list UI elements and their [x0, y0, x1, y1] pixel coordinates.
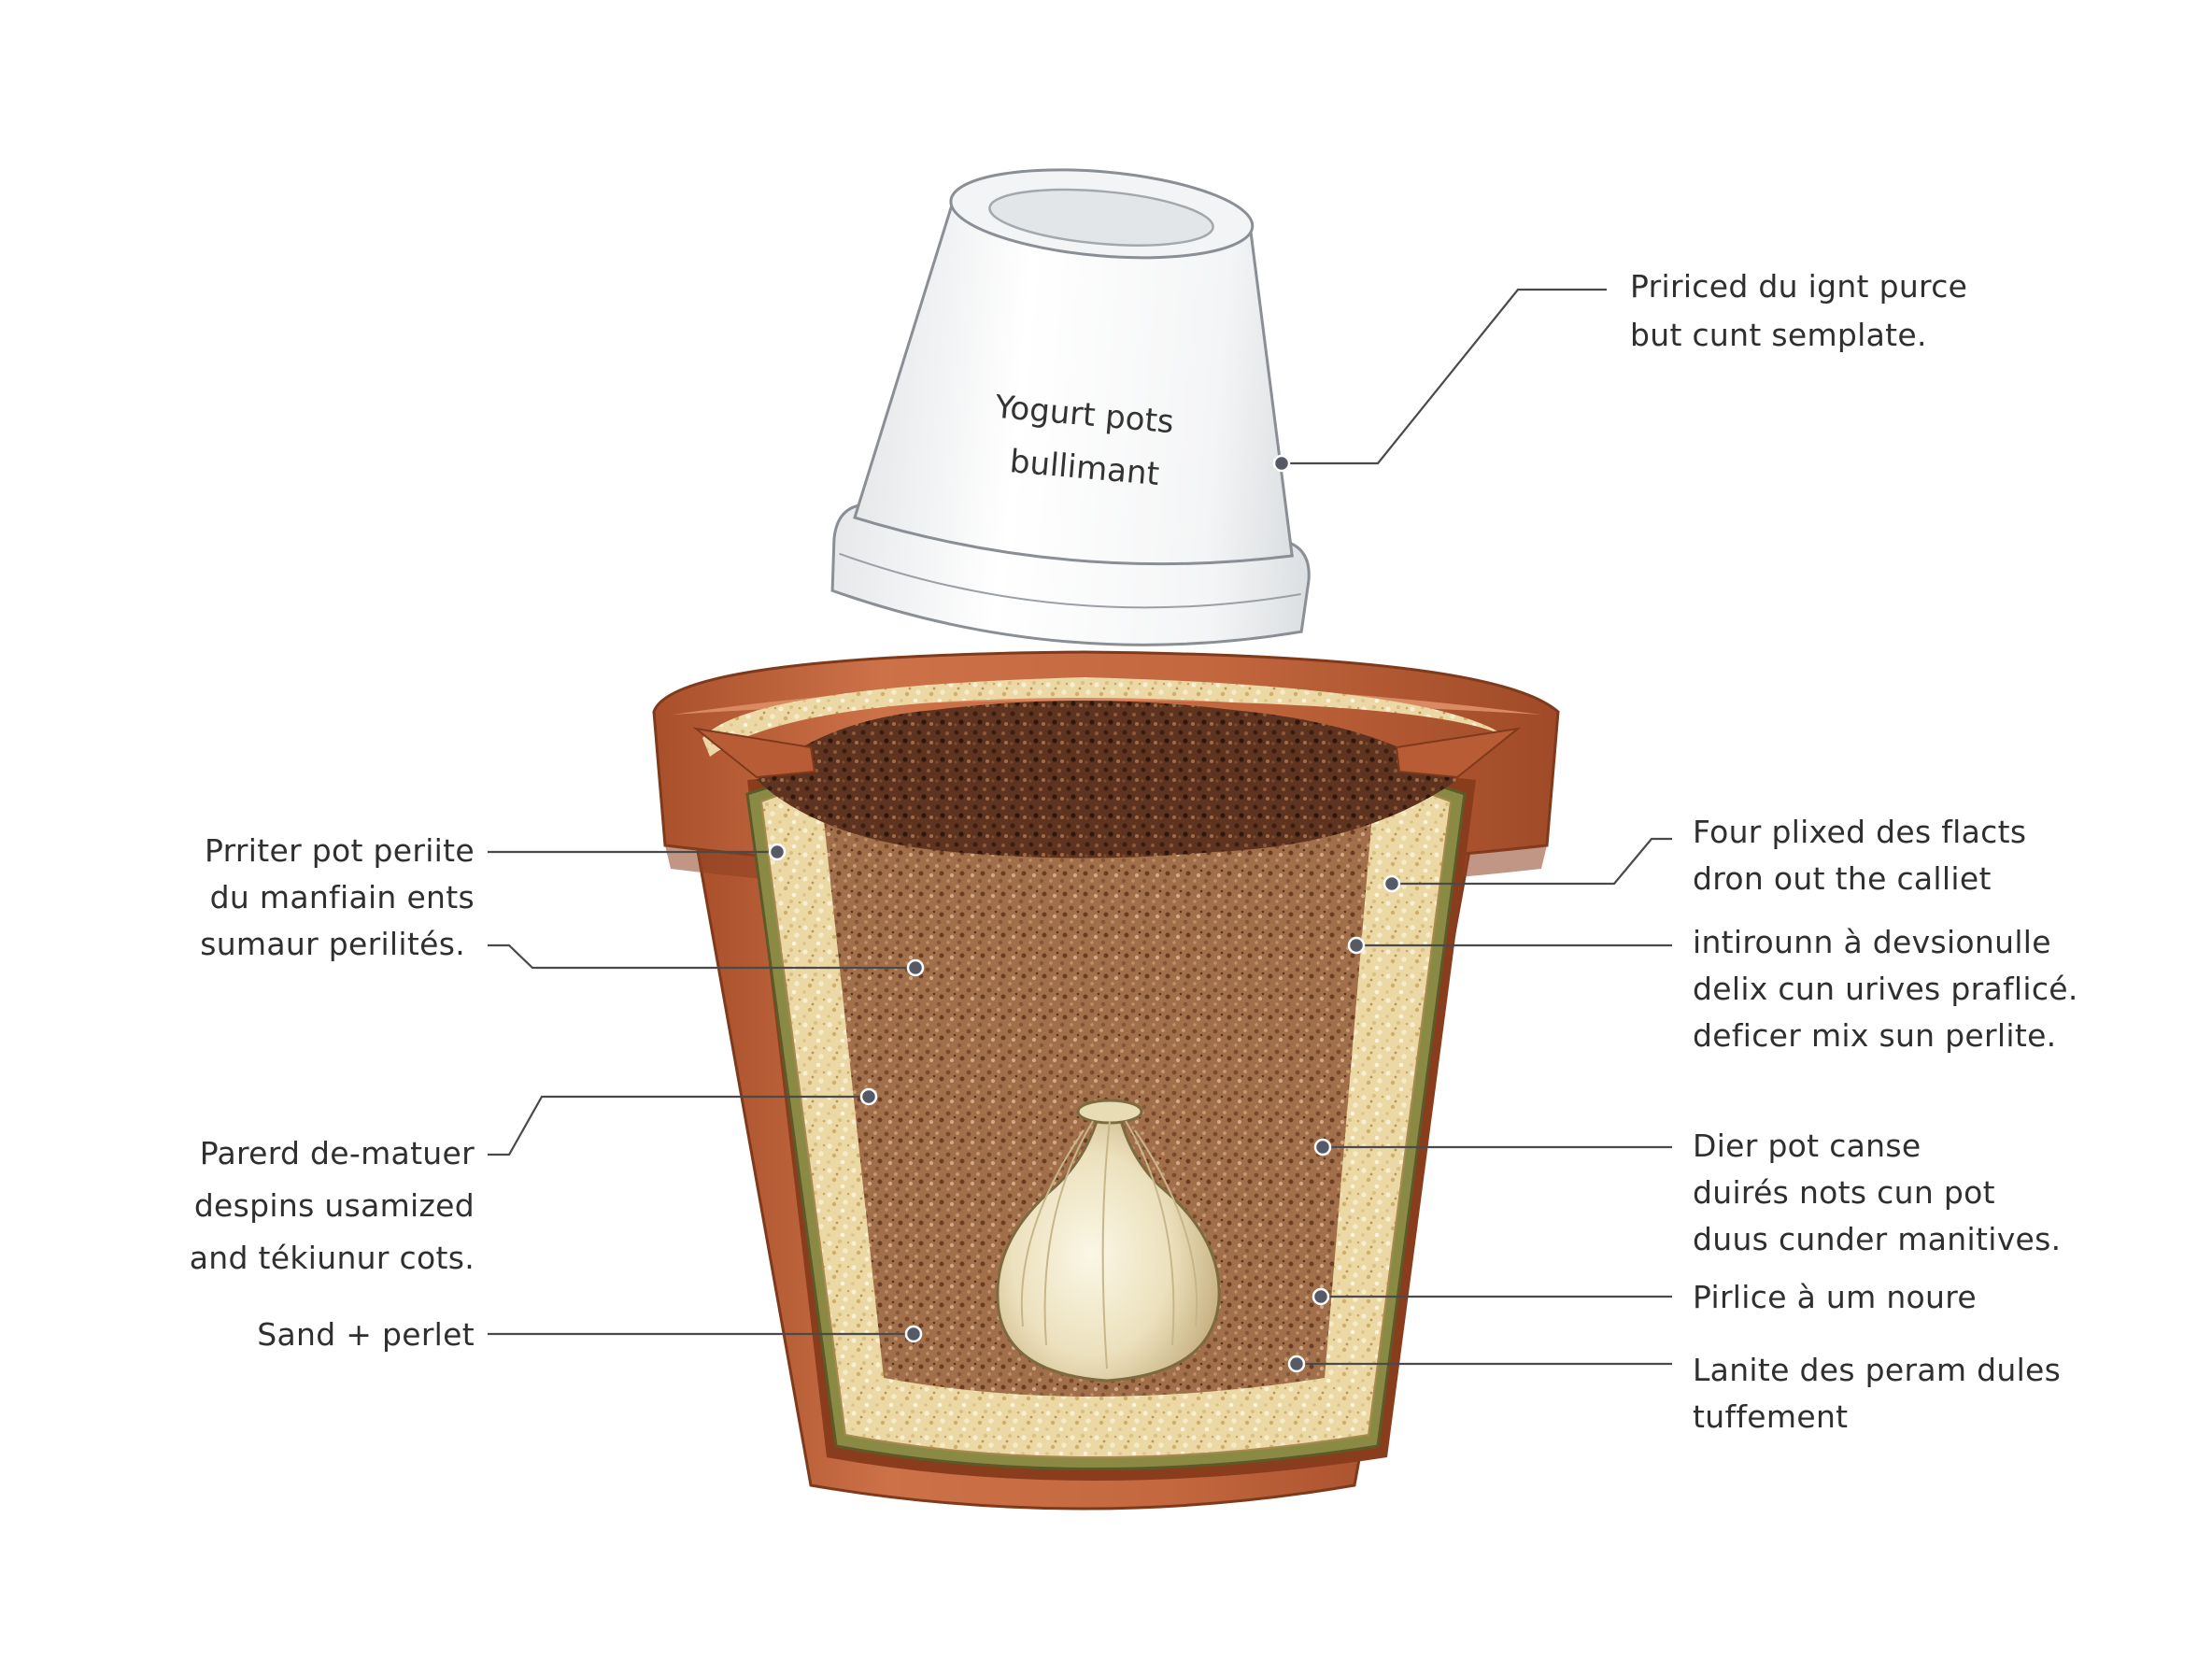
dot-soil-mix	[1347, 936, 1366, 955]
dot-soil-left	[906, 958, 925, 977]
label-outer-pot-l1: Prriter pot periite	[205, 832, 475, 869]
bulb-veins	[1020, 1120, 1198, 1369]
label-soil-mix-l1: intirounn à devsionulle	[1693, 924, 2051, 960]
bulb-neck	[1076, 1099, 1143, 1125]
label-perlite-l1: Pirlice à um noure	[1693, 1279, 1977, 1315]
dot-inner-layer	[1287, 1355, 1306, 1373]
top-dark-soil	[757, 701, 1457, 858]
label-pot-wall-l1: Dier pot canse	[1693, 1128, 1921, 1164]
label-sand-wall-l3: and tékiunur cots.	[190, 1240, 475, 1276]
yogurt-cup	[830, 168, 1311, 646]
label-cup-callout-l2: but cunt semplate.	[1630, 317, 1927, 353]
label-outer-pot-l2: du manfiain ents	[210, 879, 475, 915]
label-sand-wall-l1: Parerd de-matuer	[200, 1135, 475, 1171]
dot-outer-pot	[768, 843, 787, 861]
label-inner-layer-l1: Lanite des peram dules	[1693, 1352, 2061, 1388]
dot-pot-wall	[1313, 1138, 1332, 1156]
rim-cut-left	[692, 727, 816, 779]
label-pot-wall-l3: duus cunder manitives.	[1693, 1221, 2061, 1257]
label-cup-callout-l1: Pririced du ignt purce	[1630, 268, 1967, 305]
label-outer-pot-l3: sumaur perilités.	[200, 926, 465, 962]
label-soil-mix-l2: delix cun urives praflicé.	[1693, 971, 2078, 1007]
dot-sand-wall	[859, 1087, 878, 1106]
label-sand-wall-l2: despins usamized	[194, 1187, 475, 1224]
dot-sand-perlite	[904, 1325, 923, 1343]
label-pot-wall-l2: duirés nots cun pot	[1693, 1174, 1995, 1211]
labels-right: Pririced du ignt purce but cunt semplate…	[1630, 268, 2078, 1435]
leaders	[488, 288, 1672, 1373]
leader-rim-mix	[1392, 837, 1672, 886]
cup-lip-line	[839, 552, 1301, 609]
labels-left: Prriter pot periite du manfiain ents sum…	[190, 832, 475, 1353]
label-inner-layer-l2: tuffement	[1693, 1398, 1848, 1435]
label-rim-mix-l2: dron out the calliet	[1693, 860, 1992, 897]
label-rim-mix-l1: Four plixed des flacts	[1693, 814, 2026, 850]
dot-rim-mix	[1382, 874, 1401, 893]
label-soil-mix-l3: deficer mix sun perlite.	[1693, 1017, 2056, 1054]
label-sand-perlite-l1: Sand + perlet	[257, 1316, 475, 1353]
cup-base-recess	[988, 188, 1214, 247]
leader-sand-wall	[488, 1095, 869, 1156]
dot-perlite	[1312, 1287, 1330, 1306]
bulb	[996, 1099, 1221, 1383]
rim-cut-right	[1395, 727, 1522, 779]
leader-cup	[1282, 288, 1607, 465]
dot-cup	[1272, 454, 1291, 473]
leader-soil-left	[488, 943, 915, 970]
top-sand-ring	[702, 677, 1509, 757]
